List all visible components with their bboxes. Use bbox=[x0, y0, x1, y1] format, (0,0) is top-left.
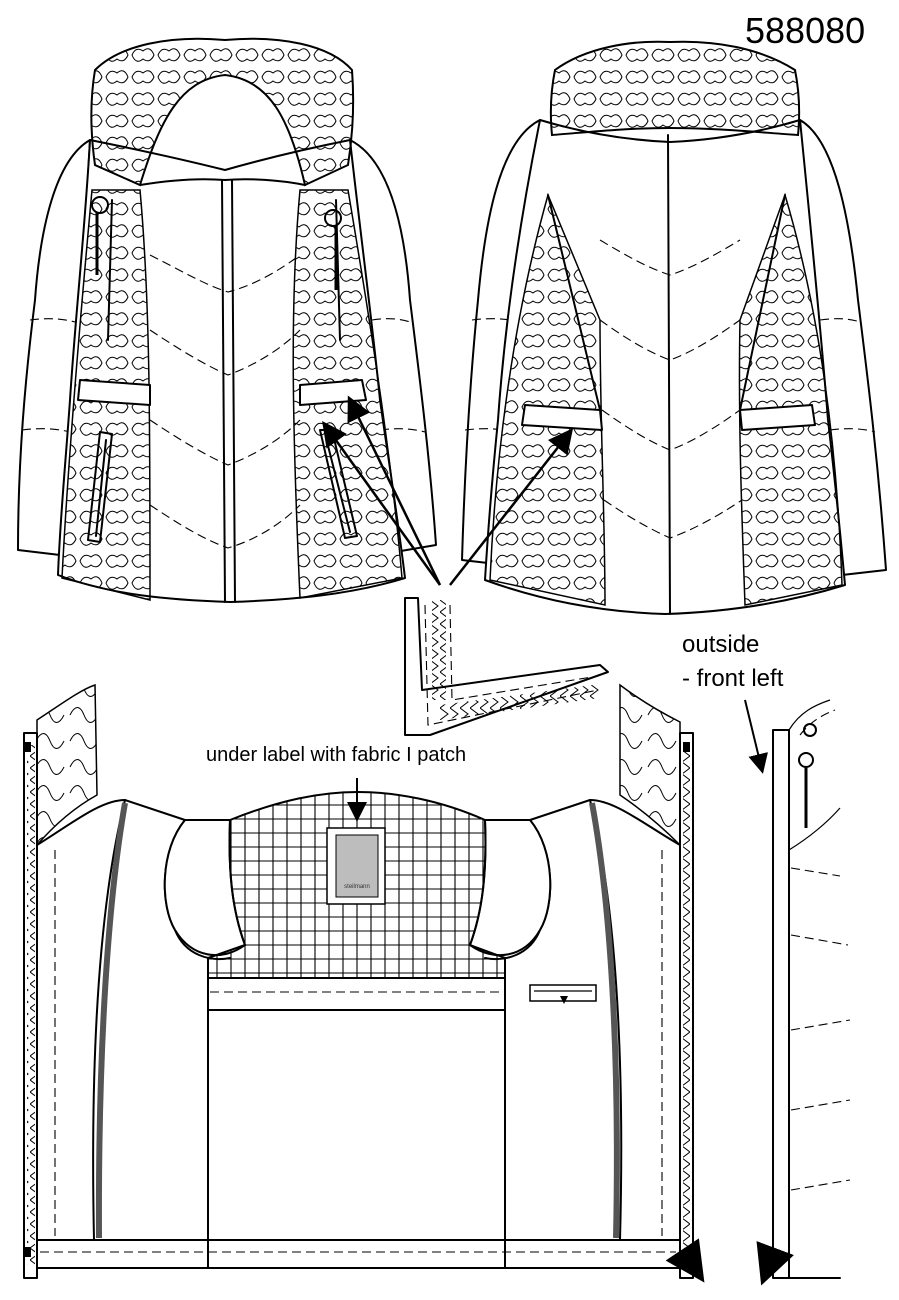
back-center-seam bbox=[667, 134, 671, 615]
back-collar bbox=[549, 40, 801, 137]
inside-left-facing bbox=[23, 732, 38, 1279]
outside-label-line1: outside bbox=[682, 631, 760, 658]
outside-front-left-detail bbox=[744, 699, 851, 1286]
piping-seam-detail bbox=[404, 597, 609, 736]
jacket-front-view bbox=[17, 37, 437, 603]
jacket-back-view bbox=[461, 40, 887, 615]
style-number: 588080 bbox=[745, 10, 866, 51]
outside-label-line2: - front left bbox=[682, 665, 784, 692]
outside-front-left-label: outside - front left bbox=[682, 628, 783, 696]
detail-pointer-arrows bbox=[322, 395, 574, 586]
label-brand-text: steilmann bbox=[344, 884, 370, 890]
front-zipper bbox=[221, 179, 236, 603]
front-collar bbox=[90, 37, 355, 187]
inside-left-shoulder bbox=[36, 683, 98, 848]
jacket-inside-view: steilmann bbox=[23, 683, 705, 1283]
under-label-callout: under label with fabric I patch bbox=[206, 744, 467, 766]
back-left-boucle-panel bbox=[489, 192, 606, 606]
inside-right-shoulder bbox=[619, 683, 681, 847]
front-left-pocket-zip bbox=[87, 431, 113, 543]
